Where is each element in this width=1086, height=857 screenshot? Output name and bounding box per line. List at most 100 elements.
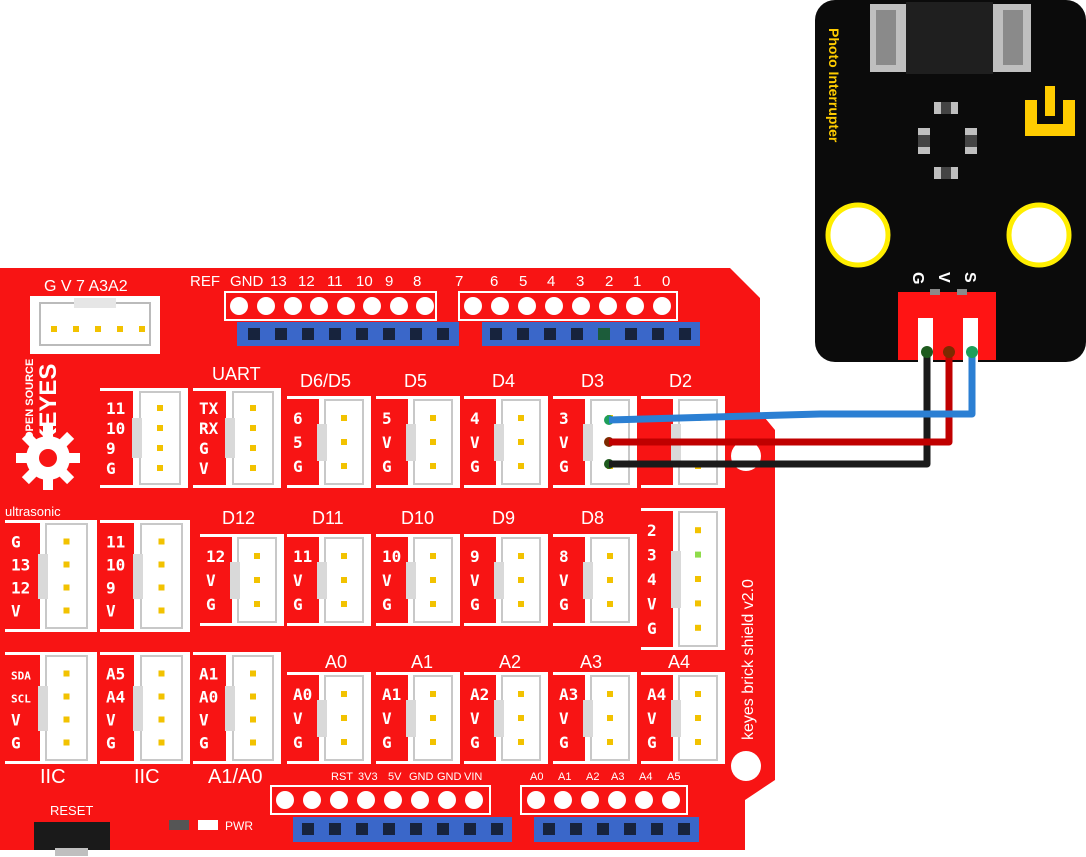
svg-text:12: 12 (298, 273, 315, 290)
connector-pin-label: V (382, 709, 392, 728)
svg-text:A0: A0 (325, 652, 347, 672)
connector-pin-label: G (199, 734, 209, 753)
keyes-logo: OPEN SOURCE KEYES (16, 359, 80, 490)
iic-label-1: IIC (40, 766, 66, 788)
wires (608, 346, 978, 468)
gear-icon (16, 426, 80, 490)
connector-pin-label: G (11, 734, 21, 753)
connector-pin-label: V (199, 459, 209, 478)
iic-label-2: IIC (134, 766, 160, 788)
connector-pin-label: V (470, 709, 480, 728)
connector-block: 4VG (464, 396, 548, 488)
svg-text:REF: REF (190, 273, 220, 290)
connector-pin-label: 9 (106, 439, 116, 458)
connector-pin-label: 5 (382, 409, 392, 428)
svg-text:GND: GND (437, 771, 462, 783)
connector-pin-label: A3 (559, 685, 578, 704)
connector-pin-label: 9 (106, 579, 116, 598)
connector-pin-label: G (382, 595, 392, 614)
svg-text:A1: A1 (558, 771, 571, 783)
connector-pin-label: G (470, 733, 480, 752)
connector-pin-label: A5 (106, 665, 125, 684)
connector-pin-label: G (293, 733, 303, 752)
reset-button[interactable] (34, 822, 110, 850)
connector-pin-label: V (106, 602, 116, 621)
connector-pin-label: 11 (293, 547, 312, 566)
connector-pin-label: G (106, 734, 116, 753)
connector-pin-label: A4 (106, 688, 125, 707)
svg-text:D9: D9 (492, 508, 515, 528)
connector-pin-label: 2 (647, 521, 657, 540)
pwr-label: PWR (225, 819, 253, 833)
connector-pin-label: G (559, 457, 569, 476)
connector-pin-label: 12 (206, 547, 225, 566)
svg-text:8: 8 (413, 273, 421, 290)
connector-pin-label: G (559, 595, 569, 614)
svg-text:D8: D8 (581, 508, 604, 528)
connector-pin-label: V (382, 433, 392, 452)
top-header-right (482, 322, 700, 346)
svg-text:5: 5 (519, 273, 527, 290)
svg-text:D10: D10 (401, 508, 434, 528)
top-header-left (237, 322, 459, 346)
connector-pin-label: 3 (559, 409, 569, 428)
connector-pin-label: 10 (382, 547, 401, 566)
connector-block: 8VG (553, 534, 637, 626)
connector-pin-label: SDA (11, 670, 31, 683)
connector-pin-label: 3 (647, 546, 657, 565)
svg-text:3: 3 (576, 273, 584, 290)
photo-interrupter-module: Photo Interrupter G V S (815, 0, 1086, 362)
pin-label-s: S (961, 272, 978, 283)
svg-text:GND: GND (230, 273, 264, 290)
svg-text:VIN: VIN (464, 771, 482, 783)
svg-text:5V: 5V (388, 771, 402, 783)
svg-text:GND: GND (409, 771, 434, 783)
connector-pin-label: V (470, 433, 480, 452)
svg-text:A3: A3 (580, 652, 602, 672)
top-header-labels: REF GND 13 12 11 10 9 8 7 6 5 4 3 2 1 0 (190, 273, 670, 290)
connector-pin-label: G (206, 595, 216, 614)
svg-text:D12: D12 (222, 508, 255, 528)
svg-text:D6/D5: D6/D5 (300, 371, 351, 391)
gnd-wire (609, 350, 931, 468)
connector-pin-label: G (559, 733, 569, 752)
bottom-header-labels: RST 3V3 5V GND GND VIN A0 A1 A2 A3 A4 A5 (331, 771, 680, 783)
connector-pin-label: G (647, 733, 657, 752)
connector-pin-label: 6 (293, 409, 303, 428)
connector-pin-label: A0 (199, 688, 218, 707)
svg-text:A4: A4 (668, 652, 690, 672)
svg-text:D4: D4 (492, 371, 515, 391)
connector-pin-label: 11 (106, 399, 125, 418)
board-name: keyes brick shield v2.0 (740, 579, 757, 740)
connector-pin-label: A0 (293, 685, 312, 704)
connector-pin-label: G (470, 595, 480, 614)
a1a0-label: A1/A0 (208, 766, 262, 788)
module-title: Photo Interrupter (826, 28, 842, 143)
connector-pin-label: G (470, 457, 480, 476)
svg-text:RST: RST (331, 771, 353, 783)
reset-label: RESET (50, 803, 93, 818)
svg-text:A2: A2 (499, 652, 521, 672)
connector-pin-label: 8 (559, 547, 569, 566)
connector-pin-label: A4 (647, 685, 666, 704)
connector-pin-label: A1 (199, 665, 218, 684)
connector-pin-label: 5 (293, 433, 303, 452)
module-mounting-hole (825, 202, 891, 268)
brick-shield-board: keyes brick shield v2.0 G V 7 A3A2 OPEN … (0, 268, 775, 856)
svg-text:A4: A4 (639, 771, 652, 783)
module-pcb (815, 0, 1086, 362)
connector-pin-label: 9 (470, 547, 480, 566)
connector-block: 5VG (376, 396, 460, 488)
connector-pin-label: V (470, 571, 480, 590)
connector-pin-label: G (293, 595, 303, 614)
svg-text:11: 11 (327, 273, 343, 290)
